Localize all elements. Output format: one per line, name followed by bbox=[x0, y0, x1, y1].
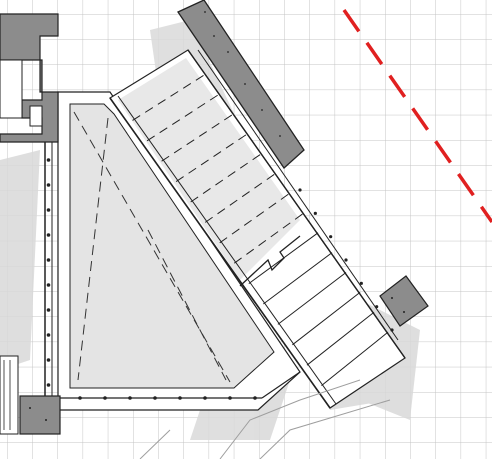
railing-post bbox=[128, 396, 132, 400]
stair-tread bbox=[277, 272, 347, 325]
railing-post bbox=[46, 258, 51, 262]
stair-tread bbox=[306, 311, 375, 366]
railing-post bbox=[46, 208, 51, 212]
left-railing-posts bbox=[46, 158, 51, 387]
stair-break-symbol bbox=[239, 235, 301, 287]
section-cut-line bbox=[342, 8, 492, 224]
railing-post bbox=[228, 396, 232, 400]
stair-tread bbox=[321, 331, 389, 386]
railing-post bbox=[46, 383, 51, 387]
railing-post bbox=[253, 396, 257, 400]
railing-post bbox=[46, 333, 51, 337]
railing-post bbox=[46, 158, 51, 162]
column-right bbox=[379, 275, 429, 327]
railing-post bbox=[313, 211, 317, 215]
railing-post bbox=[46, 183, 51, 187]
diagonal-wall bbox=[177, 0, 305, 169]
stair-tread bbox=[292, 292, 361, 346]
concrete-columns bbox=[0, 13, 429, 435]
railing-post bbox=[390, 328, 394, 332]
railing-post bbox=[103, 396, 107, 400]
column-bottom-left bbox=[19, 395, 61, 435]
railing-post bbox=[375, 305, 379, 309]
stair-tread bbox=[263, 252, 333, 305]
bottom-railing-posts bbox=[78, 396, 257, 400]
railing-post bbox=[78, 396, 82, 400]
railing-post bbox=[46, 358, 51, 362]
railing-post bbox=[178, 396, 182, 400]
stair-treads bbox=[132, 73, 389, 386]
railing-post bbox=[344, 258, 348, 262]
left-wall bbox=[44, 92, 59, 400]
railing-post bbox=[46, 233, 51, 237]
bottom-wall bbox=[58, 371, 301, 411]
stair-railing-posts bbox=[298, 188, 394, 332]
railing-post bbox=[359, 281, 363, 285]
column-top-left bbox=[0, 13, 59, 143]
railing-post bbox=[203, 396, 207, 400]
railing-post bbox=[46, 308, 51, 312]
small-fixture bbox=[0, 355, 19, 435]
railing-post bbox=[153, 396, 157, 400]
lower-faint-lines bbox=[139, 379, 391, 459]
stair-run bbox=[109, 49, 406, 409]
railing-post bbox=[46, 283, 51, 287]
railing-post bbox=[329, 235, 333, 239]
railing-post bbox=[298, 188, 302, 192]
